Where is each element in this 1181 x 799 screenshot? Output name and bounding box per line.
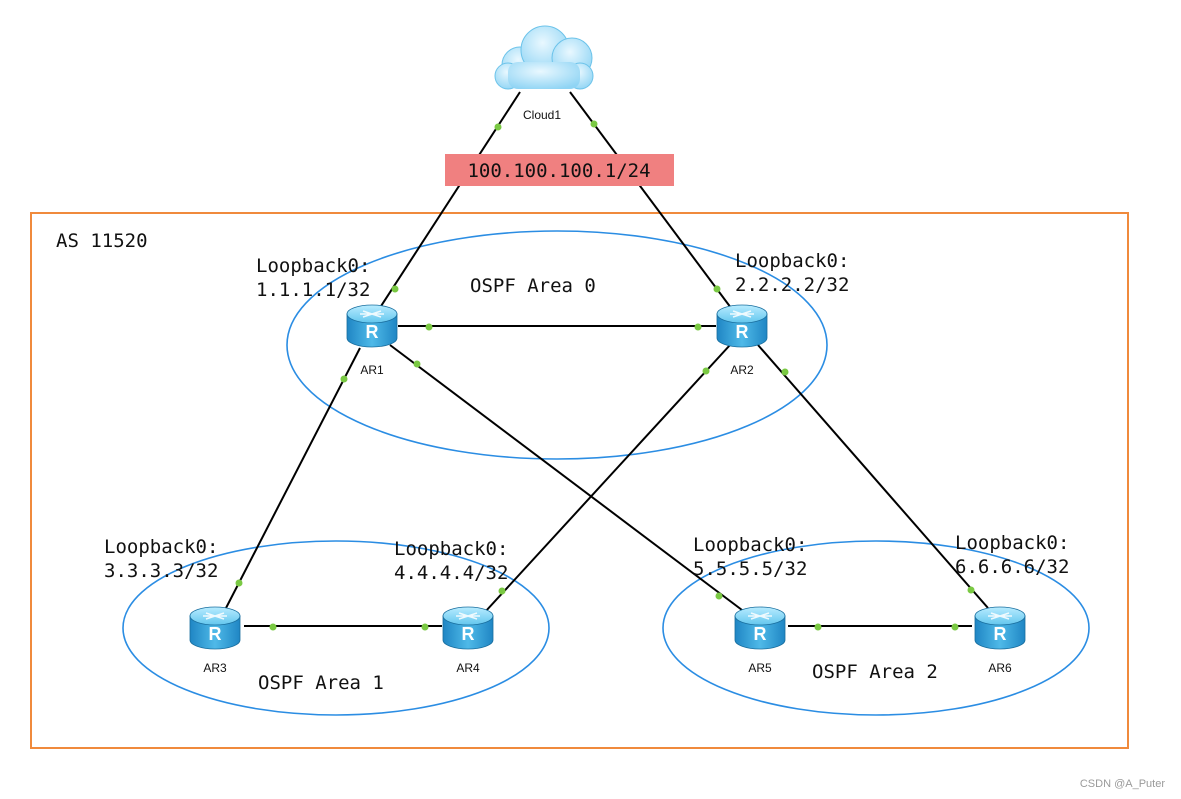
port-dot bbox=[413, 360, 421, 368]
router-ar4[interactable]: AR4 bbox=[442, 606, 494, 675]
link-ar2-ar4 bbox=[484, 344, 731, 613]
ar5-loopback-ip: 5.5.5.5/32 bbox=[693, 558, 807, 580]
cloud-name: Cloud1 bbox=[523, 108, 561, 122]
ospf-area-2-label: OSPF Area 2 bbox=[812, 661, 938, 683]
port-dot bbox=[391, 285, 399, 293]
port-dot bbox=[494, 123, 502, 131]
cloud-ip-label: 100.100.100.1/24 bbox=[467, 160, 650, 182]
router-icon bbox=[716, 304, 768, 348]
port-dot bbox=[967, 586, 975, 594]
ar2-loopback-ip: 2.2.2.2/32 bbox=[735, 274, 849, 296]
cloud-ip-highlight bbox=[445, 154, 674, 186]
router-ar2[interactable]: AR2 bbox=[716, 304, 768, 377]
link-cloud1-ar2 bbox=[569, 91, 741, 321]
port-dot bbox=[694, 323, 702, 331]
ar3-loopback-ip: 3.3.3.3/32 bbox=[104, 560, 218, 582]
router-name: AR4 bbox=[456, 661, 480, 675]
ar1-loopback-label: Loopback0: bbox=[256, 255, 370, 277]
port-dot bbox=[702, 367, 710, 375]
router-name: AR2 bbox=[730, 363, 754, 377]
router-ar1[interactable]: AR1 bbox=[346, 304, 398, 377]
router-ar6[interactable]: AR6 bbox=[974, 606, 1026, 675]
cloud1-node[interactable]: Cloud1 bbox=[494, 25, 594, 122]
ar4-loopback-label: Loopback0: bbox=[394, 538, 508, 560]
ar5-loopback-label: Loopback0: bbox=[693, 534, 807, 556]
port-dot bbox=[340, 375, 348, 383]
port-dot bbox=[951, 623, 959, 631]
ospf-area-2-outline bbox=[662, 540, 1090, 716]
router-name: AR5 bbox=[748, 661, 772, 675]
router-name: AR3 bbox=[203, 661, 227, 675]
port-dot bbox=[781, 368, 789, 376]
port-dot bbox=[814, 623, 822, 631]
ospf-area-0-label: OSPF Area 0 bbox=[470, 275, 596, 297]
port-dot bbox=[425, 323, 433, 331]
router-icon bbox=[974, 606, 1026, 650]
ospf-area-1-label: OSPF Area 1 bbox=[258, 672, 384, 694]
router-ar3[interactable]: AR3 bbox=[189, 606, 241, 675]
router-icon bbox=[734, 606, 786, 650]
ar2-loopback-label: Loopback0: bbox=[735, 250, 849, 272]
link-ar1-ar5 bbox=[389, 344, 743, 611]
port-dot bbox=[715, 592, 723, 600]
link-ar1-ar3 bbox=[225, 347, 361, 609]
port-dot bbox=[498, 587, 506, 595]
ar1-loopback-ip: 1.1.1.1/32 bbox=[256, 279, 370, 301]
as-boundary bbox=[30, 212, 1129, 749]
ospf-area-0-outline bbox=[286, 230, 828, 460]
link-ar2-ar6 bbox=[757, 344, 989, 609]
as-label: AS 11520 bbox=[56, 230, 148, 252]
router-icon bbox=[189, 606, 241, 650]
port-dot bbox=[269, 623, 277, 631]
router-name: AR1 bbox=[360, 363, 384, 377]
port-dot bbox=[421, 623, 429, 631]
port-dot bbox=[713, 285, 721, 293]
router-ar5[interactable]: AR5 bbox=[734, 606, 786, 675]
ar6-loopback-ip: 6.6.6.6/32 bbox=[955, 556, 1069, 578]
router-icon bbox=[346, 304, 398, 348]
ospf-area-1-outline bbox=[122, 540, 550, 716]
port-dot bbox=[590, 120, 598, 128]
ar6-loopback-label: Loopback0: bbox=[955, 532, 1069, 554]
ar3-loopback-label: Loopback0: bbox=[104, 536, 218, 558]
ar4-loopback-ip: 4.4.4.4/32 bbox=[394, 562, 508, 584]
link-cloud1-ar1 bbox=[371, 91, 521, 321]
cloud-icon bbox=[494, 25, 594, 90]
router-icon bbox=[442, 606, 494, 650]
watermark: CSDN @A_Puter bbox=[1080, 778, 1165, 790]
port-dot bbox=[235, 579, 243, 587]
port-dots bbox=[235, 120, 975, 631]
router-name: AR6 bbox=[988, 661, 1012, 675]
